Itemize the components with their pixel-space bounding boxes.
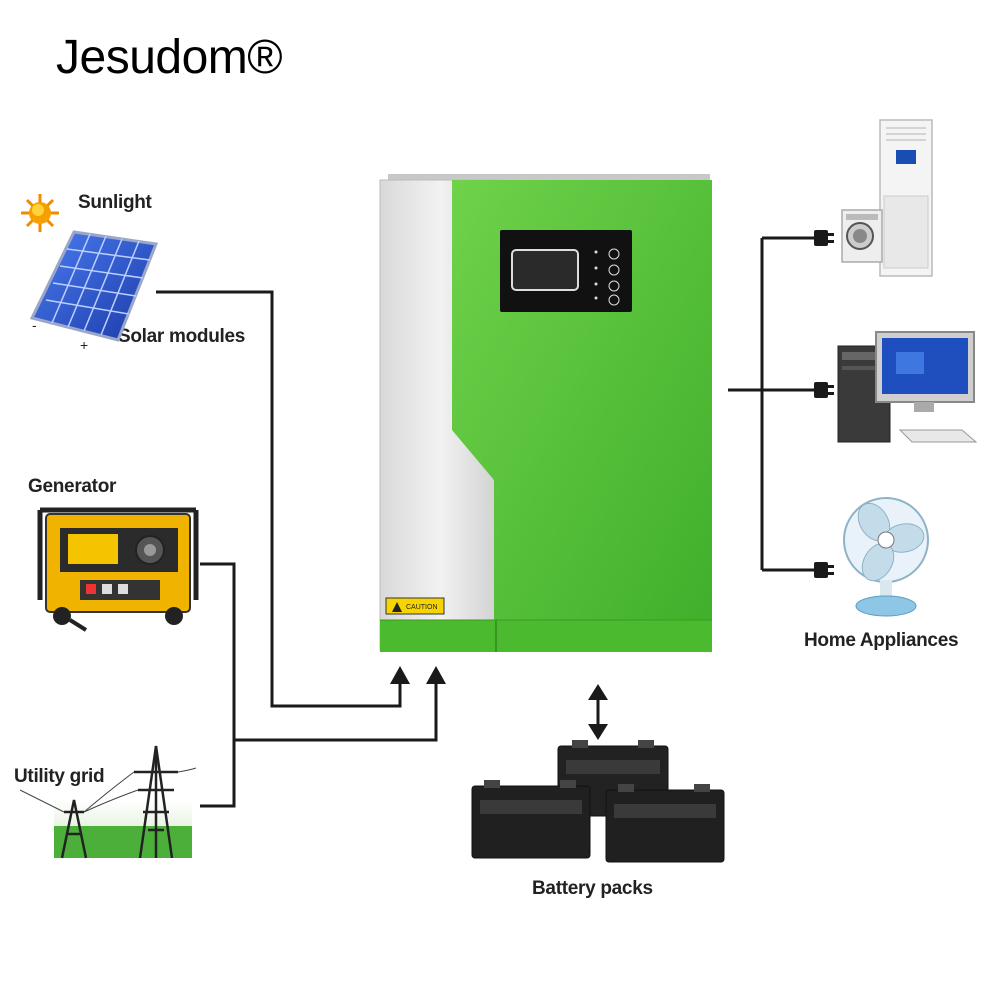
battery-down-arrow-icon [588,724,608,740]
inverter-unit: CAUTION [379,174,712,652]
caution-text: CAUTION [406,604,438,611]
electric-fan-icon [843,497,929,617]
warning-icon [392,602,402,612]
washing-machine-icon [841,209,883,263]
caution-sticker: CAUTION [385,597,445,615]
battery-pack-icon [471,780,591,859]
svg-text:+: + [80,337,88,353]
air-conditioner-icon [879,119,933,277]
utility-grid-label: Utility grid [14,766,105,787]
home-appliances-label: Home Appliances [804,630,959,651]
arrow-heads [390,666,608,740]
utility-grid-icon [19,745,197,859]
solar-modules-label: Solar modules [118,326,246,347]
svg-text:-: - [32,317,37,333]
grid-arrow-icon [426,666,446,684]
generator-line [200,562,236,808]
battery-up-arrow-icon [588,684,608,700]
battery-pack-icon [605,784,725,863]
plug-icon [814,562,834,578]
solar-panel-icon: - + [29,230,159,353]
solar-line [156,290,402,708]
plug-icon [814,382,834,398]
solar-arrow-icon [390,666,410,684]
generator-icon [37,507,199,632]
desktop-computer-icon [837,331,978,443]
battery-packs-label: Battery packs [532,878,653,899]
brand-name: Jesudom® [56,31,283,84]
sun-icon [21,194,59,232]
plug-icon [814,230,834,246]
plug-icons [814,230,834,578]
grid-line [234,680,438,742]
inverter-display [500,230,632,312]
sunlight-label: Sunlight [78,192,152,213]
generator-label: Generator [28,476,117,497]
connection-lines [156,236,816,808]
